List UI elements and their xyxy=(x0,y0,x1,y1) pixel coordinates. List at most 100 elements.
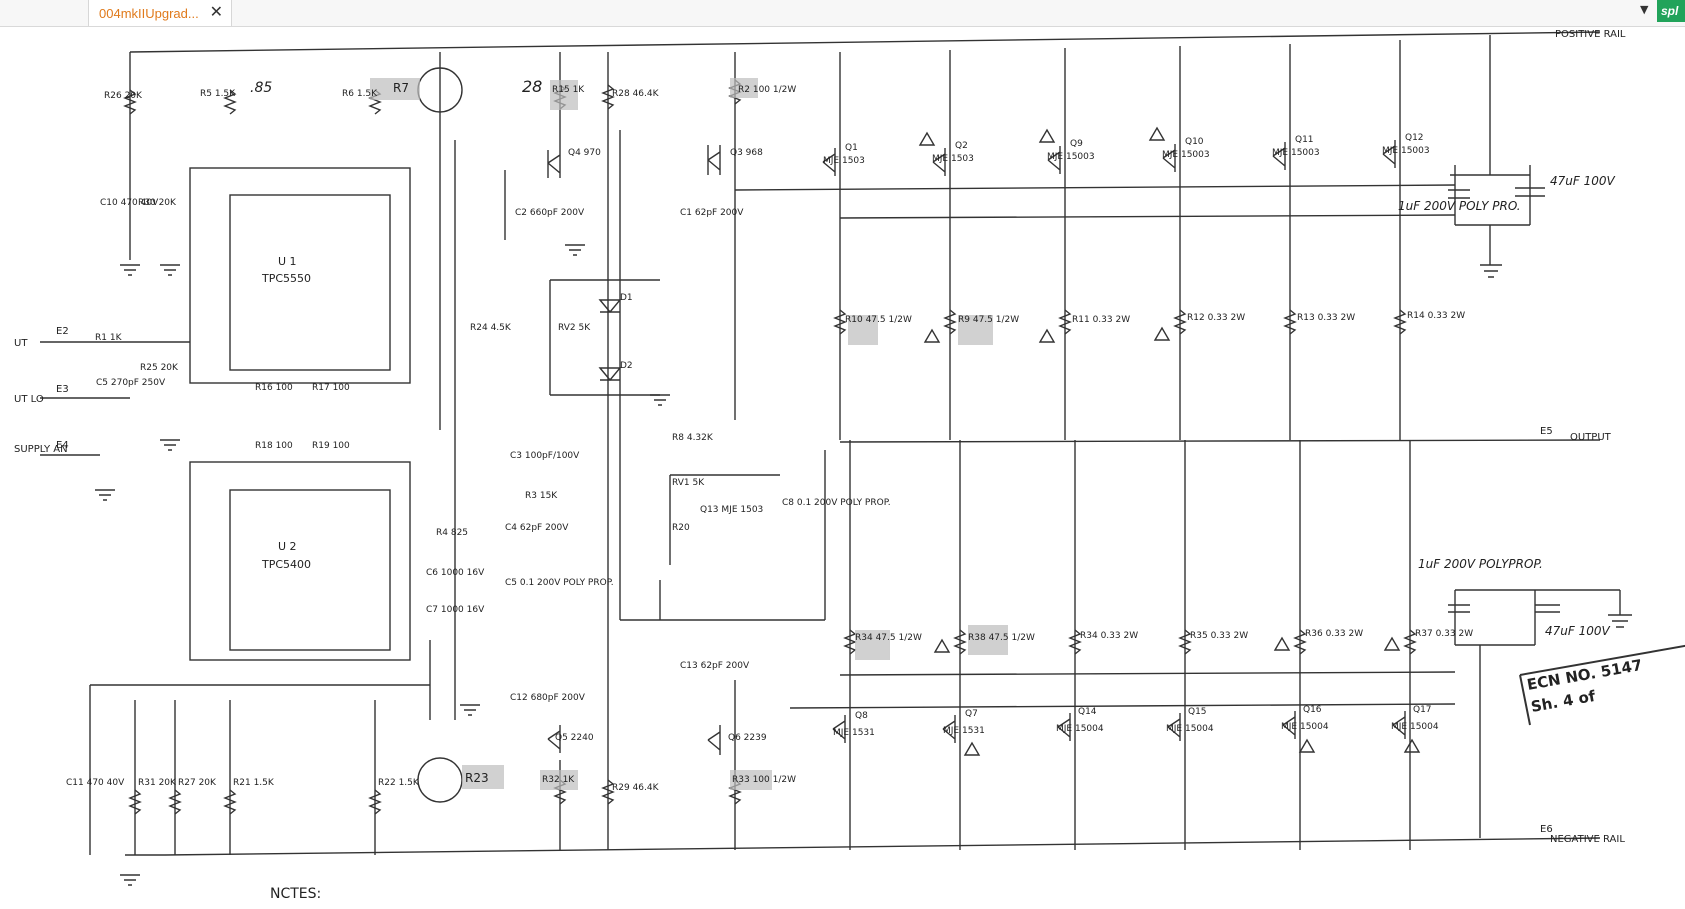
top-q6-ref: Q12 xyxy=(1405,133,1424,143)
output-label: OUTPUT xyxy=(1570,432,1612,443)
positive-rail-label: POSITIVE RAIL xyxy=(1555,29,1626,40)
c6-label: C6 1000 16V xyxy=(426,568,485,578)
r7-label: R7 xyxy=(393,81,409,95)
u2-ref: U 2 xyxy=(278,540,297,553)
q4-label: Q4 970 xyxy=(568,148,601,158)
top-q2-ref: Q2 xyxy=(955,141,968,151)
bottom-r1-label: R34 47.5 1/2W xyxy=(855,633,922,643)
top-q1-ref: Q1 xyxy=(845,143,858,153)
u1-box xyxy=(229,194,391,371)
u1-part: TPC5550 xyxy=(261,272,311,285)
q5-label: Q5 2240 xyxy=(555,733,594,743)
e6-label: E6 xyxy=(1540,824,1553,835)
c8-label: C8 0.1 200V POLY PROP. xyxy=(782,498,891,508)
c5b-label: C5 0.1 200V POLY PROP. xyxy=(505,578,614,588)
diode-d2 xyxy=(598,367,622,382)
input-label-3: SUPPLY AN xyxy=(14,444,68,455)
r1-label: R1 1K xyxy=(95,333,123,343)
d2-label: D2 xyxy=(620,361,633,371)
document-tab[interactable]: 004mkIIUpgrad... ✕ xyxy=(88,0,232,26)
chevron-down-icon[interactable]: ▼ xyxy=(1640,3,1649,16)
input-label-2: UT LO xyxy=(14,394,44,405)
top-q4-part: MJE 15003 xyxy=(1162,150,1210,160)
r25-label: R25 20K xyxy=(140,363,179,373)
d1-label: D1 xyxy=(620,293,633,303)
r27-label: R27 20K xyxy=(178,778,217,788)
bottom-q3-part: MJE 15004 xyxy=(1056,724,1104,734)
bottom-r5-label: R36 0.33 2W xyxy=(1305,629,1363,639)
r4-label: R4 825 xyxy=(436,528,468,538)
u2-box xyxy=(229,489,391,651)
top-q2-part: MJE 1503 xyxy=(932,154,974,164)
u1-ref: U 1 xyxy=(278,255,297,268)
top-q5-ref: Q11 xyxy=(1295,135,1314,145)
rv1-label: RV1 5K xyxy=(672,478,705,488)
e5-label: E5 xyxy=(1540,426,1553,437)
top-r5-label: R13 0.33 2W xyxy=(1297,313,1355,323)
c13-label: C13 62pF 200V xyxy=(680,661,750,671)
r22-label: R22 1.5K xyxy=(378,778,420,788)
negative-rail-line xyxy=(164,837,1601,856)
c3-label: C3 100pF/100V xyxy=(510,451,580,461)
handwritten-note-b: 28 xyxy=(522,77,542,96)
top-q5-part: MJE 15003 xyxy=(1272,148,1320,158)
bottom-r6-label: R37 0.33 2W xyxy=(1415,629,1473,639)
input-pin-3: E4 xyxy=(56,440,69,451)
top-r4-label: R12 0.33 2W xyxy=(1187,313,1245,323)
c4-label: C4 62pF 200V xyxy=(505,523,569,533)
bottom-q2-part: MJE 1531 xyxy=(943,726,985,736)
top-r3-label: R11 0.33 2W xyxy=(1072,315,1130,325)
input-pin-1: E2 xyxy=(56,326,69,337)
cap-bot2-label: 47uF 100V xyxy=(1545,624,1610,638)
brand-logo: spl xyxy=(1657,0,1685,22)
r24-label: R24 4.5K xyxy=(470,323,512,333)
handwritten-note-a: .85 xyxy=(250,80,272,96)
top-q3-part: MJE 15003 xyxy=(1047,152,1095,162)
top-q1-part: MJE 1503 xyxy=(823,156,865,166)
c12-label: C12 680pF 200V xyxy=(510,693,586,703)
top-q6-part: MJE 15003 xyxy=(1382,146,1430,156)
top-r1-label: R10 47.5 1/2W xyxy=(845,315,912,325)
c2-label: C2 660pF 200V xyxy=(515,208,585,218)
r3-label: R3 15K xyxy=(525,491,558,501)
input-label-1: UT xyxy=(14,338,28,349)
r15-label: R15 1K xyxy=(552,85,585,95)
close-icon[interactable]: ✕ xyxy=(209,2,223,21)
cap-bot-label: 1uF 200V POLYPROP. xyxy=(1418,557,1543,571)
c10-label: C10 470 40V xyxy=(100,198,159,208)
bottom-q2-ref: Q7 xyxy=(965,709,978,719)
r18-label: R18 100 xyxy=(255,441,293,451)
bottom-r3-label: R34 0.33 2W xyxy=(1080,631,1138,641)
tab-title[interactable]: 004mkIIUpgrad... xyxy=(99,5,199,21)
bottom-q1-part: MJE 1531 xyxy=(833,728,875,738)
r2-label: R2 100 1/2W xyxy=(738,85,796,95)
r20-label: R20 xyxy=(672,523,690,533)
r23-label: R23 xyxy=(465,771,489,785)
bottom-q4-part: MJE 15004 xyxy=(1166,724,1214,734)
q6-label: Q6 2239 xyxy=(728,733,767,743)
bottom-q6-ref: Q17 xyxy=(1413,705,1432,715)
bottom-r2-label: R38 47.5 1/2W xyxy=(968,633,1035,643)
r5-label: R5 1.5K xyxy=(200,89,236,99)
cap-top2-label: 47uF 100V xyxy=(1550,174,1615,188)
c11-label: C11 470 40V xyxy=(66,778,125,788)
r31-label: R31 20K xyxy=(138,778,177,788)
r33-label: R33 100 1/2W xyxy=(732,775,796,785)
tab-bar: 004mkIIUpgrad... ✕ ▼ spl xyxy=(0,0,1685,27)
r8-label: R8 4.32K xyxy=(672,433,714,443)
c1-label: C1 62pF 200V xyxy=(680,208,744,218)
c7-label: C7 1000 16V xyxy=(426,605,485,615)
bottom-q4-ref: Q15 xyxy=(1188,707,1207,717)
bottom-q6-part: MJE 15004 xyxy=(1391,722,1439,732)
r29-label: R29 46.4K xyxy=(612,783,660,793)
bottom-q5-part: MJE 15004 xyxy=(1281,722,1329,732)
r16-label: R16 100 xyxy=(255,383,293,393)
bottom-q5-ref: Q16 xyxy=(1303,705,1322,715)
top-r6-label: R14 0.33 2W xyxy=(1407,311,1465,321)
r21-label: R21 1.5K xyxy=(233,778,275,788)
bottom-q3-ref: Q14 xyxy=(1078,707,1097,717)
notes-label: NCTES: xyxy=(270,886,321,902)
r6-label: R6 1.5K xyxy=(342,89,378,99)
diode-d1 xyxy=(598,299,622,314)
document-viewer: POSITIVE RAIL NEGATIVE RAIL OUTPUT E5 E6… xyxy=(0,27,1685,905)
